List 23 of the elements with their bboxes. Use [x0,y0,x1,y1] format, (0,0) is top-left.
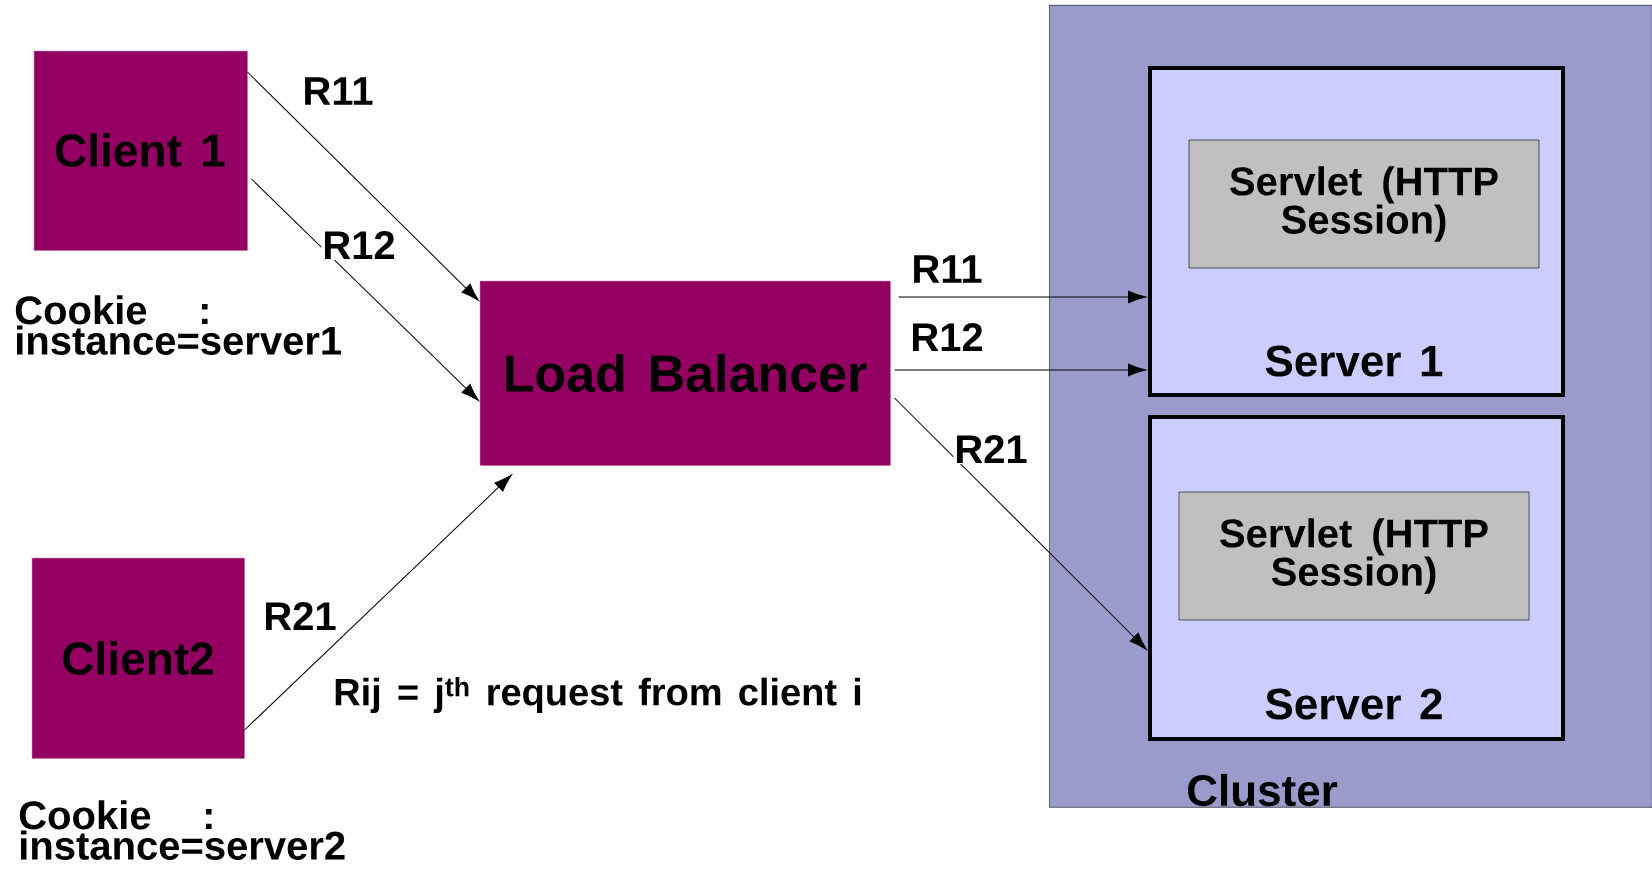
arrow [251,178,479,401]
servlet-box: Servlet (HTTP Session) [1178,491,1530,621]
arrow [244,474,512,731]
edge-label: R12 [909,322,985,352]
servlet-box: Servlet (HTTP Session) [1188,139,1540,269]
cookie-note: Cookie : instance=server2 [19,800,345,860]
box-label: Server 2 [1265,688,1442,720]
arrow [898,290,1147,304]
edge-label: R12 [321,230,397,260]
arrow [247,71,479,301]
box-label: Client2 [63,641,213,675]
note: Rij = j$^{th}$ request from client i [335,676,861,714]
edge-label: R21 [953,434,1029,464]
box-label: Cluster [1188,773,1338,807]
edge-label: R21 [262,601,338,631]
cookie-note: Cookie : instance=server1 [15,295,342,355]
box-label: Load Balancer [506,353,867,393]
arrow [894,397,1147,650]
edge-label: R11 [301,76,375,106]
arrow [894,363,1147,377]
box-label: Client 1 [56,133,225,167]
edge-label: R11 [910,254,984,284]
box-label: Server 1 [1265,345,1443,377]
